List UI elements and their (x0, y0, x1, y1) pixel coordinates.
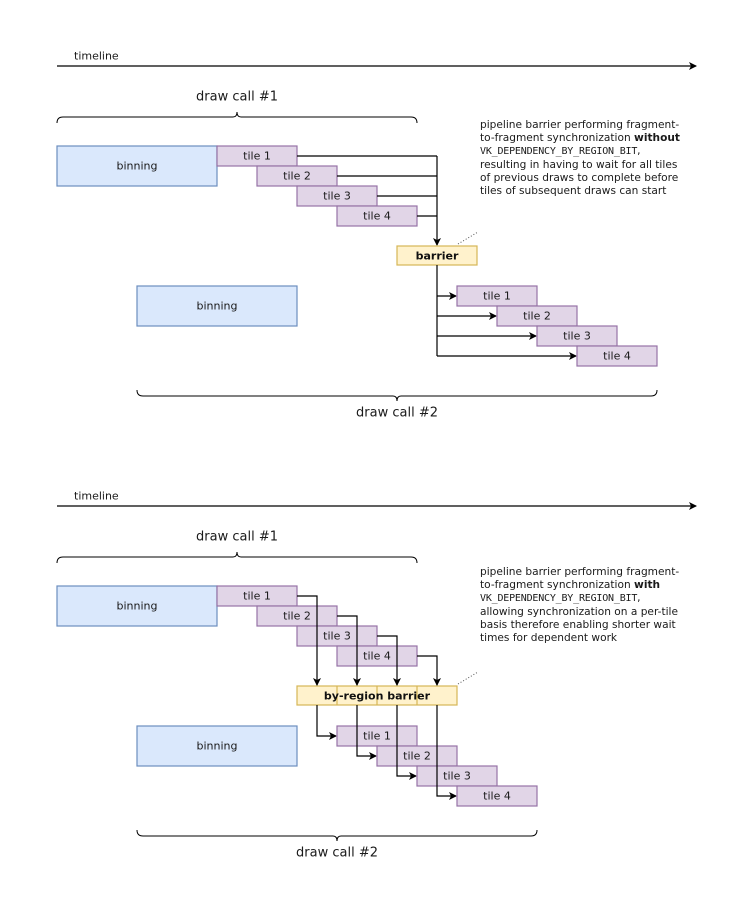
tile-label-draw-2: tile 2 (523, 310, 551, 323)
draw-call-1-brace (56, 111, 418, 124)
draw-call-2-label: draw call #2 (356, 406, 438, 421)
tile-draw-2 (576, 345, 658, 367)
tile-label-draw-1: tile 3 (323, 630, 351, 643)
barrier-to-tile-arrow (436, 705, 457, 800)
binning-label-draw-1: binning (117, 600, 158, 613)
diagram-with-by-region: timeline draw call #1 binning tile 1 tile 2 t… (56, 490, 697, 861)
tile-label-draw-1: tile 4 (363, 210, 391, 223)
tile-label-draw-1: tile 1 (243, 590, 271, 603)
tile-label-draw-2: tile 3 (443, 770, 471, 783)
diagram-without-by-region: timeline draw call #1 binning tile 1 tile 2 t… (56, 50, 697, 421)
draw-call-2-brace (136, 829, 538, 842)
binning-label-draw-2: binning (197, 740, 238, 753)
note-text-bold: with (634, 579, 661, 592)
binning-box-draw-2 (136, 725, 298, 767)
binning-label-draw-1: binning (117, 160, 158, 173)
note-text-pre: pipeline barrier performing fragment-to-… (480, 119, 680, 145)
binning-box-draw-1 (56, 145, 218, 187)
draw-call-2-label: draw call #2 (296, 846, 378, 861)
annotation-without-by-region: pipeline barrier performing fragment-to-… (480, 119, 680, 198)
note-text-bold: without (634, 132, 680, 145)
binning-box-draw-2 (136, 285, 298, 327)
timeline-label: timeline (74, 50, 119, 63)
tile-to-barrier-connector (337, 615, 361, 686)
binning-label-draw-2: binning (197, 300, 238, 313)
tile-label-draw-1: tile 4 (363, 650, 391, 663)
tile-to-barrier-connector (377, 635, 401, 686)
annotation-leader (457, 231, 479, 245)
barrier-label: by-region barrier (324, 690, 431, 703)
binning-box-draw-1 (56, 585, 218, 627)
tile-label-draw-1: tile 2 (283, 610, 311, 623)
draw-call-2-brace (136, 389, 658, 402)
draw-call-1-label: draw call #1 (196, 530, 278, 545)
tile-to-barrier-connector (297, 595, 321, 686)
note-text-post: , resulting in having to wait for all ti… (480, 145, 679, 198)
timeline-label: timeline (74, 490, 119, 503)
barrier-to-tile-arrow (396, 705, 417, 780)
note-flag-name: VK_DEPENDENCY_BY_REGION_BIT (480, 593, 638, 605)
tile-label-draw-2: tile 3 (563, 330, 591, 343)
barrier-to-tile-arrow (356, 705, 377, 760)
annotation-leader (457, 671, 479, 685)
tile-label-draw-1: tile 3 (323, 190, 351, 203)
annotation-with-by-region: pipeline barrier performing fragment-to-… (480, 566, 680, 645)
barrier-label: barrier (416, 250, 459, 263)
tile-to-barrier-connector (417, 655, 441, 686)
tile-label-draw-1: tile 1 (243, 150, 271, 163)
note-text-pre: pipeline barrier performing fragment-to-… (480, 566, 680, 592)
tile-label-draw-2: tile 1 (363, 730, 391, 743)
tile-draw-2 (456, 785, 538, 807)
tile-label-draw-2: tile 4 (483, 790, 511, 803)
draw-call-1-label: draw call #1 (196, 90, 278, 105)
tile-label-draw-2: tile 4 (603, 350, 631, 363)
tile-label-draw-2: tile 1 (483, 290, 511, 303)
note-flag-name: VK_DEPENDENCY_BY_REGION_BIT (480, 146, 638, 158)
draw-call-1-brace (56, 551, 418, 564)
barrier-to-tile-arrow (316, 705, 337, 740)
tile-label-draw-2: tile 2 (403, 750, 431, 763)
tile-label-draw-1: tile 2 (283, 170, 311, 183)
note-text-post: , allowing synchronization on a per-tile… (480, 592, 679, 645)
